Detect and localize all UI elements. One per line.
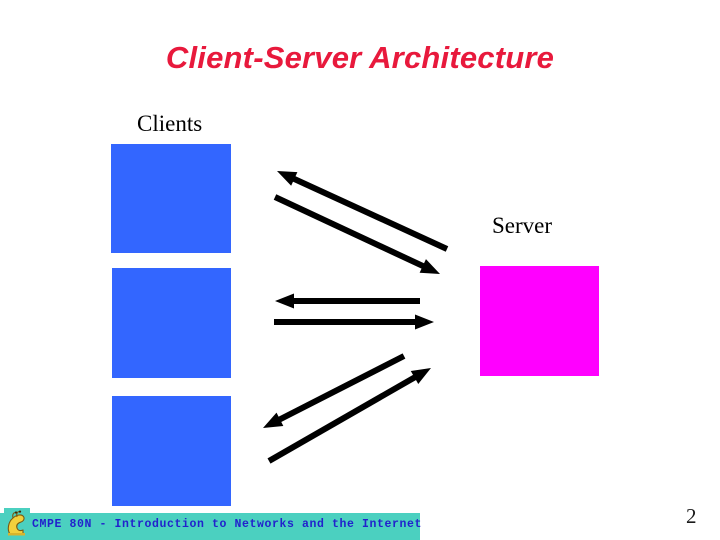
arrow-client-3-to-server-shaft <box>267 372 421 464</box>
footer-bar <box>0 513 420 540</box>
clients-label: Clients <box>137 111 203 136</box>
page-title: Client-Server Architecture <box>165 40 555 75</box>
client-node-1 <box>111 144 231 253</box>
arrow-server-to-client-2-head <box>275 293 294 309</box>
arrow-client-3-to-server-head <box>410 368 431 384</box>
arrow-server-to-client-1-shaft <box>288 174 449 252</box>
server-node <box>480 266 599 376</box>
arrow-server-to-client-1-head <box>277 171 298 186</box>
arrow-server-to-client-3-shaft <box>274 353 406 425</box>
server-label: Server <box>492 213 553 238</box>
footer-course-label: CMPE 80N - Introduction to Networks and … <box>32 518 423 531</box>
page-number: 2 <box>686 504 697 528</box>
banana-slug-mascot-icon <box>4 508 30 538</box>
client-node-3 <box>112 396 231 506</box>
client-node-2 <box>112 268 231 378</box>
arrow-client-1-to-server-shaft <box>273 194 429 271</box>
arrow-client-2-to-server-head <box>415 314 434 330</box>
arrow-server-to-client-3-head <box>263 412 284 428</box>
arrow-client-1-to-server-head <box>419 259 440 274</box>
